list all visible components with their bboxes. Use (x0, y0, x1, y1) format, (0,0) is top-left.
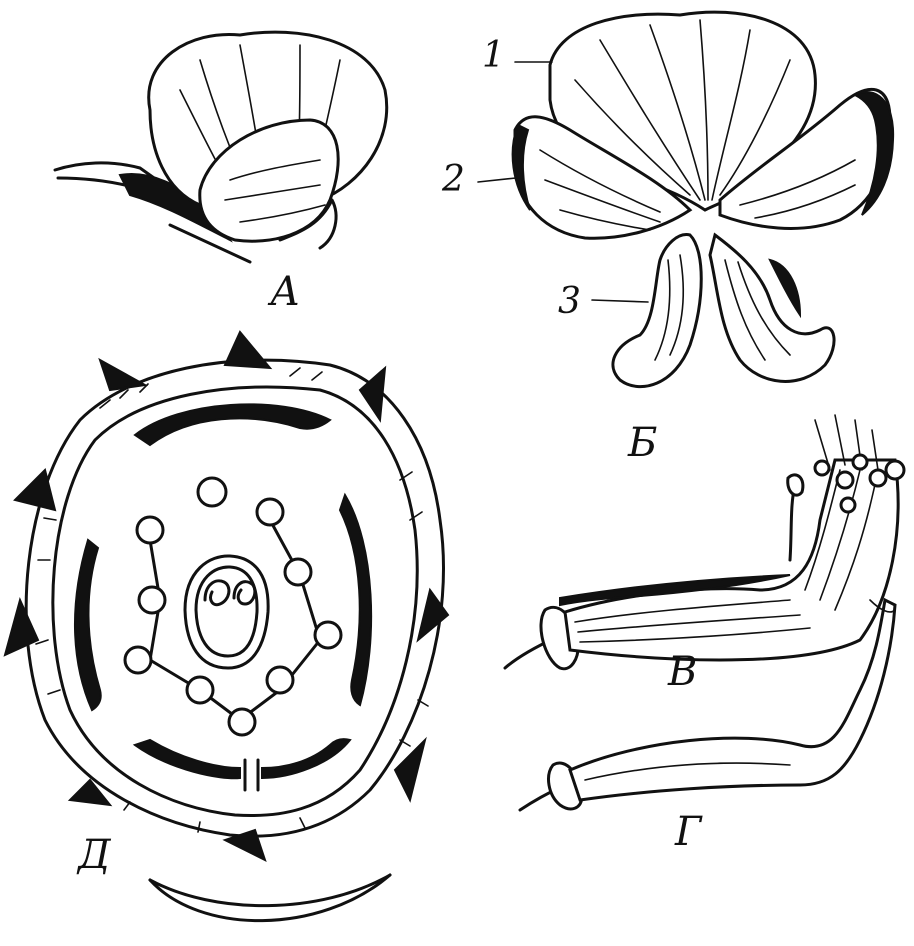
label-panel-g: Г (675, 812, 701, 852)
part-label-2: 2 (442, 162, 465, 198)
label-panel-a: А (270, 272, 300, 312)
label-panel-v: В (668, 652, 697, 692)
panel-b-petals (478, 12, 893, 387)
label-panel-d: Д (78, 835, 111, 875)
panel-d-floral-diagram (5, 332, 448, 921)
panel-v-stamens (505, 415, 904, 669)
part-label-3: 3 (558, 284, 581, 320)
label-panel-b: Б (628, 423, 657, 463)
panel-a-flower (55, 32, 387, 262)
part-label-1: 1 (482, 38, 505, 74)
